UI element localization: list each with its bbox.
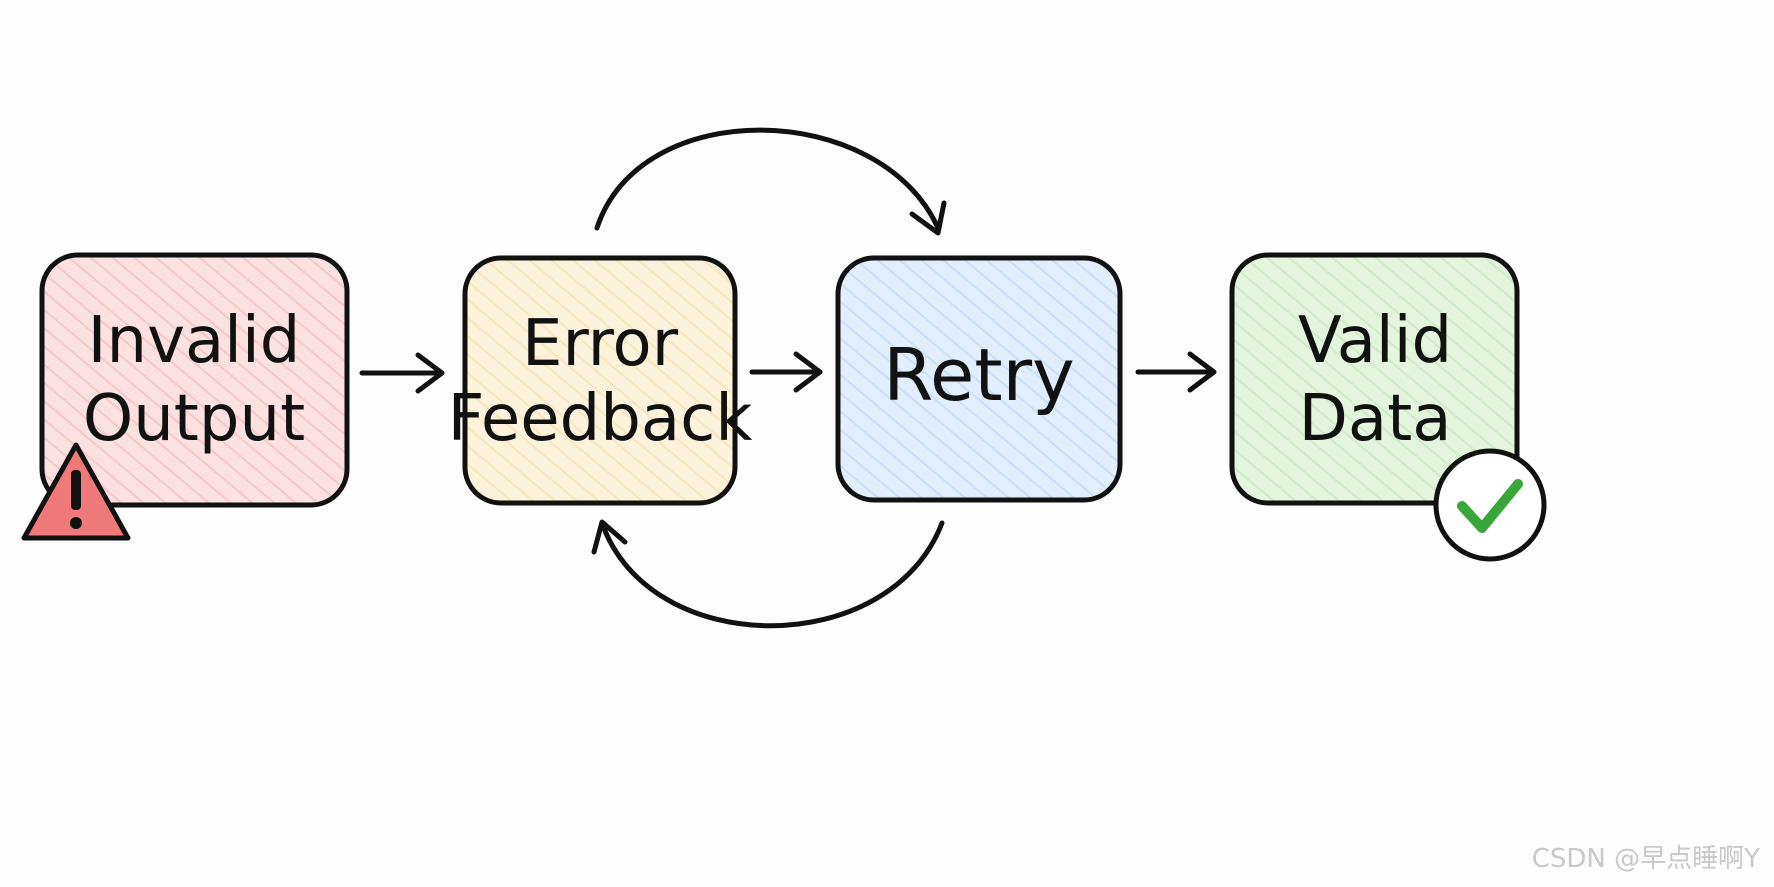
warning-icon bbox=[21, 442, 131, 541]
loop-arrow-top bbox=[594, 127, 947, 236]
watermark: CSDN @早点睡啊Y bbox=[1531, 844, 1760, 874]
arrow-retry-to-valid bbox=[1135, 351, 1217, 393]
box-invalid-output-line-1: Invalid bbox=[88, 304, 301, 378]
box-invalid-output-line-2: Output bbox=[83, 382, 305, 456]
box-retry-label: Retry bbox=[883, 333, 1075, 417]
arrow-feedback-to-retry bbox=[749, 351, 823, 393]
box-invalid-output: Invalid Output bbox=[39, 252, 350, 508]
arrow-invalid-to-feedback bbox=[359, 352, 445, 394]
box-error-feedback-line-1: Error bbox=[522, 307, 679, 381]
box-error-feedback-line-2: Feedback bbox=[448, 382, 753, 456]
checkmark-icon bbox=[1433, 448, 1547, 562]
box-valid-data: Valid Data bbox=[1229, 252, 1520, 506]
box-valid-data-line-2: Data bbox=[1299, 382, 1452, 456]
box-retry: Retry bbox=[835, 255, 1123, 503]
box-error-feedback: Error Feedback bbox=[448, 255, 753, 506]
box-valid-data-line-1: Valid bbox=[1298, 304, 1452, 378]
loop-arrow-bottom bbox=[591, 519, 945, 629]
